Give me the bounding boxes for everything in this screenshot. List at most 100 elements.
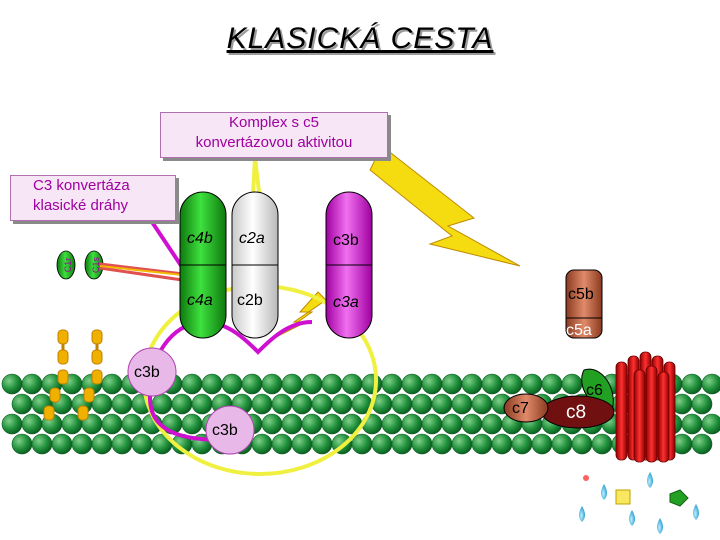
callout-complex-line1: Komplex s c5: [228, 114, 320, 131]
c9-pore: [615, 351, 676, 463]
membrane-lipid: [1, 373, 23, 395]
membrane-lipid: [21, 373, 43, 395]
membrane-lipid: [181, 373, 203, 395]
membrane-lipid: [221, 373, 243, 395]
membrane-lipid: [681, 413, 703, 435]
membrane-lipid: [411, 433, 433, 455]
membrane-lipid: [591, 433, 613, 455]
membrane-lipid: [691, 393, 713, 415]
membrane-lipid: [381, 413, 403, 435]
label-c5b: c5b: [568, 286, 594, 303]
lightning-bolt-large: [369, 145, 521, 267]
membrane-lipid: [1, 413, 23, 435]
membrane-lipid: [481, 413, 503, 435]
c1r-label: C1r: [63, 258, 73, 273]
membrane-lipid: [381, 373, 403, 395]
membrane-lipid: [361, 373, 383, 395]
membrane-lipid: [461, 373, 483, 395]
surface-antigen-left: [43, 329, 103, 421]
label-c8: c8: [566, 402, 587, 423]
page-title: KLASICKÁ CESTA: [226, 22, 494, 55]
membrane-lipid: [111, 393, 133, 415]
antibody: [148, 319, 313, 399]
membrane-lipid: [451, 393, 473, 415]
callout-complex-c5: Komplex s c5 konvertázovou aktivitou: [160, 112, 388, 158]
label-c2b: c2b: [237, 292, 263, 309]
membrane-lipid: [71, 433, 93, 455]
membrane-lipid: [311, 433, 333, 455]
membrane-lipid: [401, 413, 423, 435]
membrane-lipid: [461, 413, 483, 435]
membrane-lipid: [251, 393, 273, 415]
membrane-lipid: [11, 393, 33, 415]
label-c5a: c5a: [566, 322, 592, 339]
membrane-lipid: [151, 393, 173, 415]
label-c4a: c4a: [187, 292, 213, 309]
membrane-lipid: [411, 393, 433, 415]
leaking-drops: [579, 472, 699, 534]
membrane-lipid: [341, 373, 363, 395]
membrane-lipid: [431, 393, 453, 415]
membrane-lipid: [431, 433, 453, 455]
membrane-lipid: [321, 373, 343, 395]
lightning-bolt-small: [277, 291, 327, 337]
membrane-lipid: [31, 433, 53, 455]
membrane-lipid: [91, 393, 113, 415]
label-c3b-left: c3b: [134, 364, 160, 381]
membrane-lipid: [441, 413, 463, 435]
membrane-lipid: [181, 413, 203, 435]
membrane-lipid: [491, 433, 513, 455]
callout-c3conv-line2: klasické dráhy: [33, 197, 129, 214]
membrane-lipid: [311, 393, 333, 415]
membrane-lipid: [131, 433, 153, 455]
membrane-lipid: [101, 413, 123, 435]
membrane-lipid: [471, 433, 493, 455]
c1s-label: C1s: [91, 257, 101, 274]
membrane-lipid: [701, 413, 720, 435]
membrane-lipid: [511, 433, 533, 455]
membrane-lipid: [501, 373, 523, 395]
membrane-lipid: [331, 393, 353, 415]
membrane-lipid: [21, 413, 43, 435]
membrane-lipid: [121, 413, 143, 435]
membrane-lipid: [321, 413, 343, 435]
label-c2a: c2a: [239, 230, 265, 247]
membrane-lipid: [191, 393, 213, 415]
c1r-pill: [56, 250, 76, 280]
membrane-lipid: [241, 373, 263, 395]
membrane-lipid: [281, 373, 303, 395]
label-c7: c7: [512, 400, 529, 417]
callout-complex-line2: konvertázovou aktivitou: [195, 134, 353, 151]
membrane-lipid: [481, 373, 503, 395]
membrane-lipid: [171, 393, 193, 415]
membrane-lipid: [571, 433, 593, 455]
membrane-lipid: [391, 393, 413, 415]
label-c3a: c3a: [333, 294, 359, 311]
membrane-lipid: [421, 413, 443, 435]
label-c4b: c4b: [187, 230, 213, 247]
membrane-lipid: [421, 373, 443, 395]
membrane-lipid: [451, 433, 473, 455]
membrane-lipid: [531, 433, 553, 455]
membrane-lipid: [701, 373, 720, 395]
membrane-lipid: [471, 393, 493, 415]
callout-c3-convertase: C3 konvertáza klasické dráhy: [10, 175, 176, 221]
membrane-lipid: [281, 413, 303, 435]
membrane-lipid: [541, 373, 563, 395]
membrane-lipid: [681, 373, 703, 395]
label-c6: c6: [586, 382, 603, 399]
membrane-lipid: [101, 373, 123, 395]
membrane-lipid: [401, 373, 423, 395]
label-c3b-bottom: c3b: [212, 422, 238, 439]
membrane-lipid: [291, 433, 313, 455]
membrane-lipid: [271, 393, 293, 415]
membrane-lipid: [371, 433, 393, 455]
membrane-lipid: [251, 433, 273, 455]
membrane-lipid: [51, 433, 73, 455]
c5-pill: [565, 269, 603, 339]
c7-pill: [503, 393, 549, 423]
membrane-lipid: [11, 433, 33, 455]
membrane-lipid: [351, 433, 373, 455]
